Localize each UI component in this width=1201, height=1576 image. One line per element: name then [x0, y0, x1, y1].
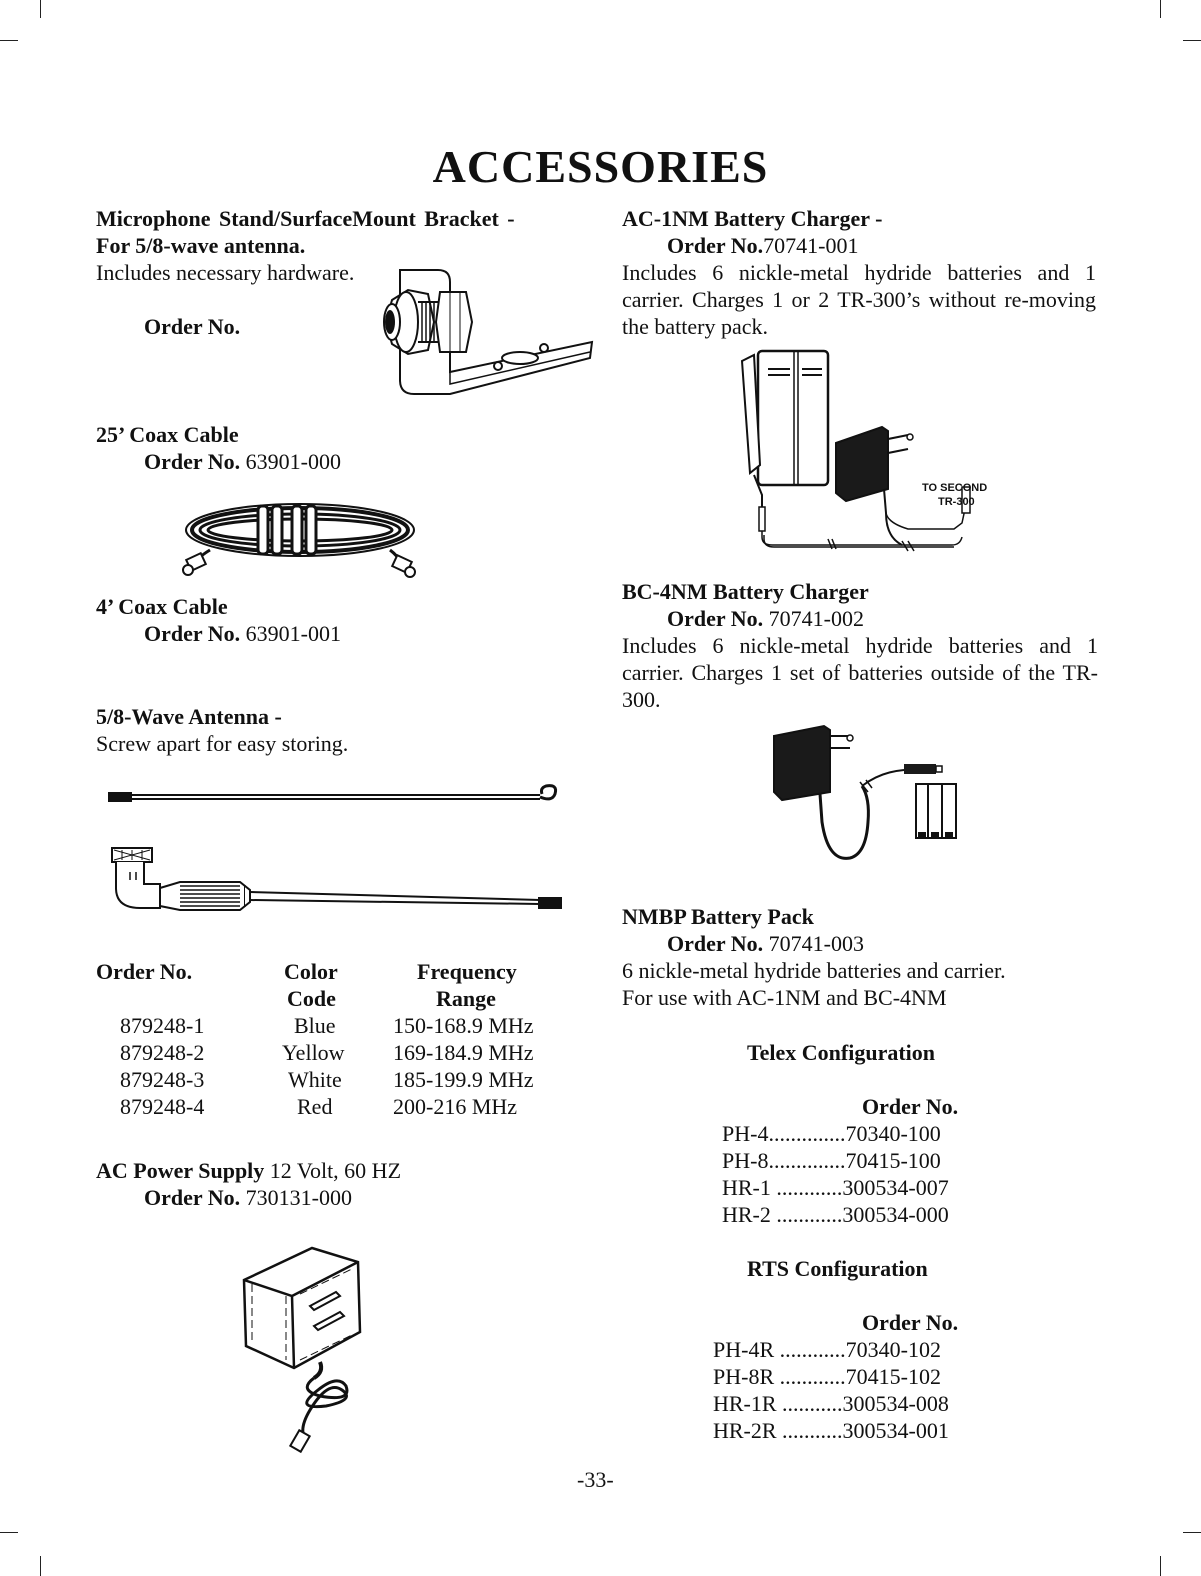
- table-cell-color: Red: [297, 1094, 333, 1119]
- antenna-illustration: [108, 784, 562, 911]
- nmbp-order-no: 70741-003: [768, 931, 864, 956]
- power-supply-illustration: [242, 1246, 362, 1454]
- rts-order-header: Order No.: [862, 1310, 959, 1335]
- mic-stand-title-2: For 5/8-wave antenna.: [96, 233, 306, 258]
- power-supply-spec: 12 Volt, 60 HZ: [269, 1158, 402, 1183]
- ac1nm-order-no: 70741-001: [763, 233, 859, 258]
- nmbp-order-label: Order No.: [667, 931, 764, 956]
- table-cell-color: White: [288, 1067, 342, 1092]
- table-cell-order: 879248-1: [120, 1013, 205, 1038]
- coax4-title: 4’ Coax Cable: [96, 594, 228, 619]
- table-cell-range: 185-199.9 MHz: [393, 1067, 534, 1092]
- ac1nm-desc: Includes 6 nickle-metal hydride batterie…: [622, 260, 1096, 339]
- nmbp-order: Order No. 70741-003: [667, 930, 864, 957]
- crop-mark: [0, 1532, 18, 1533]
- antenna-desc: Screw apart for easy storing.: [96, 731, 349, 756]
- mic-stand-desc: Includes necessary hardware.: [96, 260, 355, 285]
- ac1nm-figure-label-1: TO SECOND: [922, 482, 987, 494]
- power-supply-title: AC Power Supply: [96, 1158, 265, 1183]
- table-cell-range: 200-216 MHz: [393, 1094, 518, 1119]
- mic-stand-order-label: Order No.: [144, 314, 241, 339]
- list-item: PH-4..............70340-100: [722, 1121, 941, 1146]
- table-cell-range: 169-184.9 MHz: [393, 1040, 534, 1065]
- crop-mark: [1183, 40, 1201, 41]
- list-item: HR-1 ............300534-007: [722, 1175, 949, 1200]
- power-supply-order: Order No. 730131-000: [144, 1184, 352, 1211]
- bc4nm-order: Order No. 70741-002: [667, 605, 864, 632]
- nmbp-desc-1: 6 nickle-metal hydride batteries and car…: [622, 958, 1006, 983]
- coax25-title: 25’ Coax Cable: [96, 422, 239, 447]
- list-item: PH-4R ............70340-102: [713, 1337, 941, 1362]
- coax4-order: Order No. 63901-001: [144, 620, 341, 647]
- list-item: PH-8R ............70415-102: [713, 1364, 941, 1389]
- coax25-order: Order No. 63901-000: [144, 448, 341, 475]
- list-item: HR-2R ...........300534-001: [713, 1418, 949, 1443]
- bc4nm-order-label: Order No.: [667, 606, 764, 631]
- telex-title: Telex Configuration: [747, 1040, 936, 1065]
- coax4-order-label: Order No.: [144, 621, 241, 646]
- power-supply-heading: AC Power Supply 12 Volt, 60 HZ: [96, 1157, 401, 1184]
- crop-mark: [40, 1556, 41, 1576]
- bc4nm-desc: Includes 6 nickle-metal hydride batterie…: [622, 633, 1098, 712]
- bc4nm-charger-illustration: [773, 724, 957, 860]
- antenna-title: 5/8-Wave Antenna -: [96, 704, 282, 729]
- mic-stand-title-1: Microphone Stand/SurfaceMount Bracket -: [96, 206, 515, 231]
- ac1nm-order-label: Order No.: [667, 233, 764, 258]
- coax25-order-no: 63901-000: [245, 449, 341, 474]
- table-cell-color: Blue: [294, 1013, 336, 1038]
- ac1nm-charger-illustration: TO SECOND TR-300: [740, 349, 987, 552]
- crop-mark: [0, 40, 18, 41]
- rts-title: RTS Configuration: [747, 1256, 928, 1281]
- table-cell-order: 879248-4: [120, 1094, 205, 1119]
- nmbp-desc-2: For use with AC-1NM and BC-4NM: [622, 985, 947, 1010]
- crop-mark: [1183, 1532, 1201, 1533]
- table-cell-order: 879248-3: [120, 1067, 205, 1092]
- power-supply-order-no: 730131-000: [245, 1185, 352, 1210]
- ac1nm-order: Order No.70741-001: [667, 232, 858, 259]
- ac1nm-title: AC-1NM Battery Charger -: [622, 206, 883, 231]
- table-cell-order: 879248-2: [120, 1040, 205, 1065]
- page-number: -33-: [577, 1467, 614, 1492]
- list-item: HR-1R ...........300534-008: [713, 1391, 949, 1416]
- list-item: PH-8..............70415-100: [722, 1148, 941, 1173]
- table-header-code: Code: [287, 986, 336, 1011]
- table-header-color: Color: [284, 959, 338, 984]
- table-cell-color: Yellow: [282, 1040, 345, 1065]
- coax4-order-no: 63901-001: [245, 621, 341, 646]
- bc4nm-title: BC-4NM Battery Charger: [622, 579, 869, 604]
- power-supply-order-label: Order No.: [144, 1185, 241, 1210]
- telex-order-header: Order No.: [862, 1094, 959, 1119]
- crop-mark: [1160, 0, 1161, 18]
- bc4nm-order-no: 70741-002: [768, 606, 864, 631]
- table-header-frequency: Frequency: [417, 959, 517, 984]
- crop-mark: [40, 0, 41, 18]
- table-header-order: Order No.: [96, 959, 193, 984]
- coax-cable-illustration: [182, 503, 416, 578]
- nmbp-title: NMBP Battery Pack: [622, 904, 814, 929]
- bracket-illustration: [383, 269, 594, 395]
- list-item: HR-2 ............300534-000: [722, 1202, 949, 1227]
- ac1nm-figure-label-2: TR-300: [938, 496, 975, 508]
- page-title: ACCESSORIES: [432, 141, 769, 192]
- table-cell-range: 150-168.9 MHz: [393, 1013, 534, 1038]
- table-header-range: Range: [436, 986, 496, 1011]
- coax25-order-label: Order No.: [144, 449, 241, 474]
- crop-mark: [1160, 1556, 1161, 1576]
